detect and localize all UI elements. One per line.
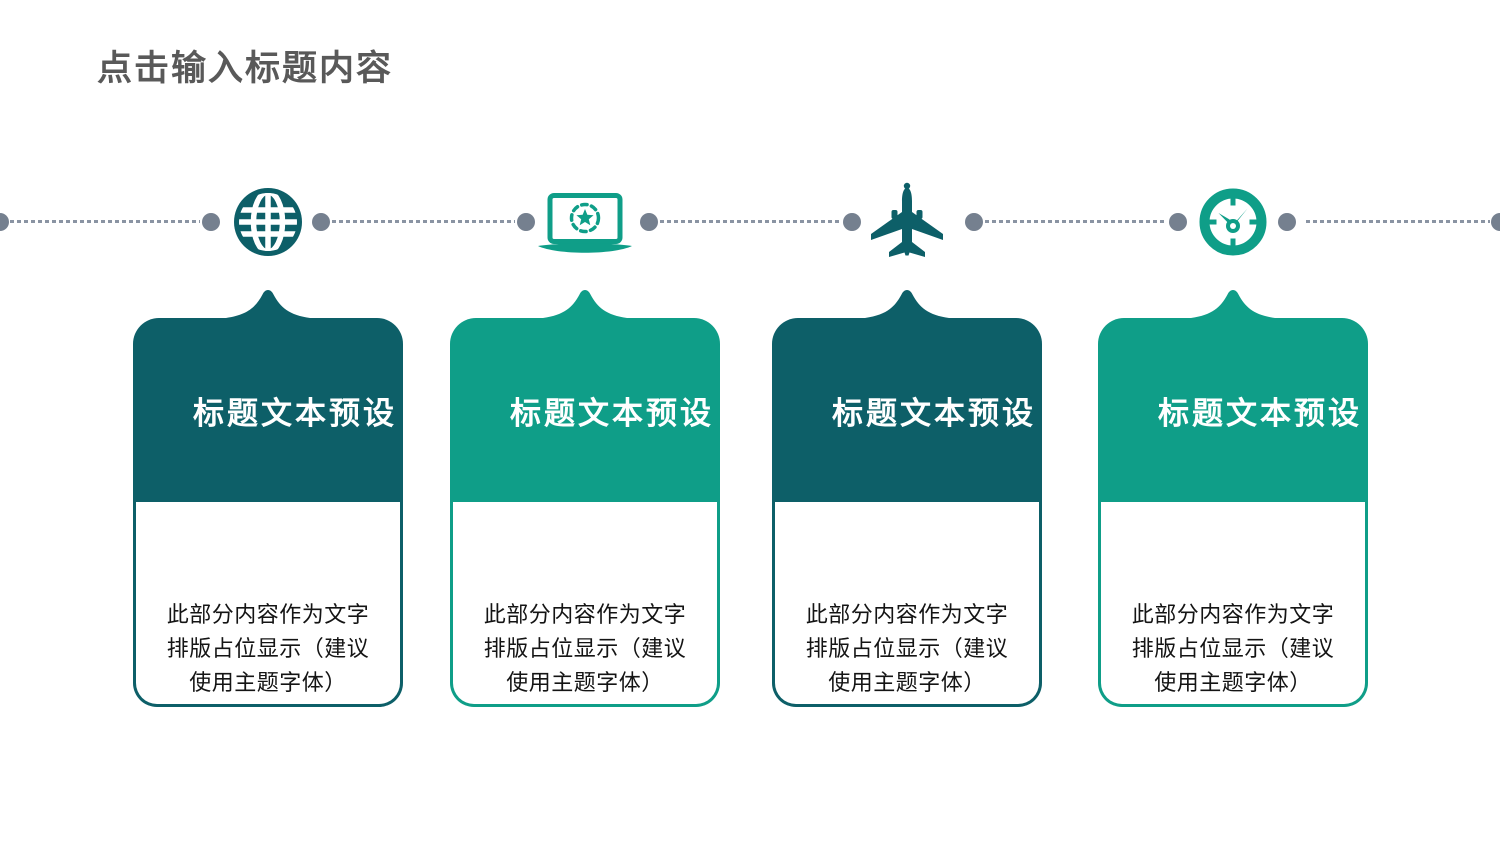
card-1: 标题文本预设 此部分内容作为文字 排版占位显示（建议 使用主题字体） [133, 288, 403, 707]
card-body: 此部分内容作为文字 排版占位显示（建议 使用主题字体） [1098, 502, 1368, 707]
card-body: 此部分内容作为文字 排版占位显示（建议 使用主题字体） [450, 502, 720, 707]
card-pointer [1191, 290, 1275, 318]
timeline-dot [517, 213, 535, 231]
card-pointer [543, 290, 627, 318]
card-title[interactable]: 标题文本预设 [510, 395, 714, 431]
card-header: 标题文本预设 [772, 318, 1042, 502]
timeline-dash [660, 220, 841, 223]
timeline-dot [1278, 213, 1296, 231]
laptop-star-icon [535, 193, 635, 259]
slide-title[interactable]: 点击输入标题内容 [97, 49, 394, 88]
card-3: 标题文本预设 此部分内容作为文字 排版占位显示（建议 使用主题字体） [772, 288, 1042, 707]
card-header: 标题文本预设 [133, 318, 403, 502]
globe-icon [234, 188, 302, 256]
timeline-dot [0, 213, 9, 231]
card-header: 标题文本预设 [450, 318, 720, 502]
card-body: 此部分内容作为文字 排版占位显示（建议 使用主题字体） [772, 502, 1042, 707]
card-title[interactable]: 标题文本预设 [1158, 395, 1362, 431]
card-body: 此部分内容作为文字 排版占位显示（建议 使用主题字体） [133, 502, 403, 707]
card-2: 标题文本预设 此部分内容作为文字 排版占位显示（建议 使用主题字体） [450, 288, 720, 707]
airplane-icon [869, 181, 945, 265]
timeline-dot [843, 213, 861, 231]
card-4: 标题文本预设 此部分内容作为文字 排版占位显示（建议 使用主题字体） [1098, 288, 1368, 707]
timeline-dash [10, 220, 200, 223]
timeline-dot [1491, 213, 1500, 231]
card-pointer [226, 290, 310, 318]
stopwatch-icon [1199, 188, 1267, 256]
card-title[interactable]: 标题文本预设 [832, 395, 1036, 431]
timeline-dash [985, 220, 1167, 223]
card-body-text[interactable]: 此部分内容作为文字 排版占位显示（建议 使用主题字体） [483, 602, 687, 695]
card-title[interactable]: 标题文本预设 [193, 395, 397, 431]
timeline-dot [640, 213, 658, 231]
timeline-dot [202, 213, 220, 231]
timeline-dash [1306, 220, 1490, 223]
timeline-dot [1169, 213, 1187, 231]
card-body-text[interactable]: 此部分内容作为文字 排版占位显示（建议 使用主题字体） [805, 602, 1009, 695]
timeline-dot [965, 213, 983, 231]
card-pointer [865, 290, 949, 318]
card-header: 标题文本预设 [1098, 318, 1368, 502]
timeline-dash [332, 220, 515, 223]
card-body-text[interactable]: 此部分内容作为文字 排版占位显示（建议 使用主题字体） [166, 602, 370, 695]
card-body-text[interactable]: 此部分内容作为文字 排版占位显示（建议 使用主题字体） [1131, 602, 1335, 695]
timeline-dot [312, 213, 330, 231]
